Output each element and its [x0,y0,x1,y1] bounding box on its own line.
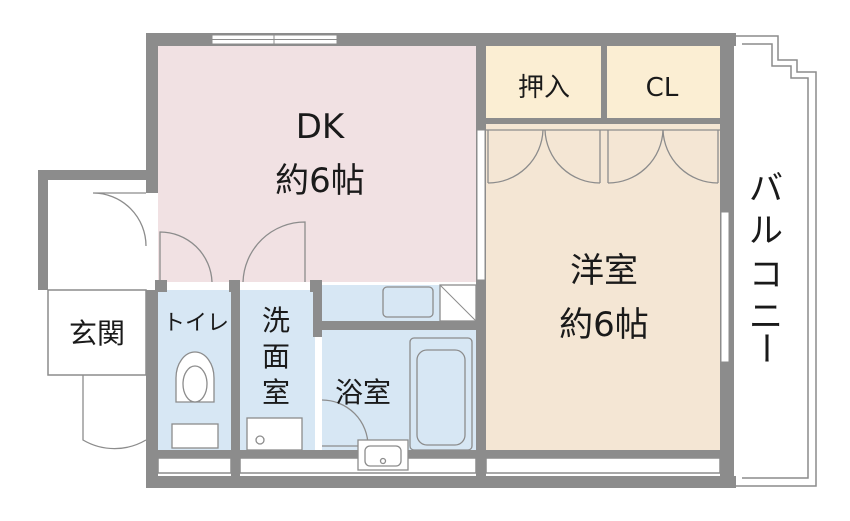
dk-size: 約6帖 [275,161,365,201]
balcony-label-5: ー [745,331,785,365]
bathtub-fixture [409,337,473,451]
dk-floor [158,46,476,282]
kitchen-sink [382,286,434,318]
bath-sink-fixture [357,439,409,471]
balcony-label-2: ル [749,211,783,251]
closet-cl-label: CL [646,73,679,103]
storage-strip-3 [485,457,721,474]
toilet-door-swing [159,231,213,283]
entrance-step [47,289,147,376]
dk-western-opening [476,129,486,281]
washroom-door-swing [242,221,306,283]
balcony-label-4: ニ [749,297,783,337]
storage-strip-1 [157,457,232,474]
western-size: 約6帖 [559,305,649,345]
washroom-label-2: 面 [262,340,290,373]
entrance-floor [48,180,146,290]
balcony-label-1: バ [749,169,783,209]
kitchen-counter [322,285,440,321]
closet-doors [486,129,720,184]
bathroom-label: 浴室 [335,376,391,409]
closet-cl-floor [607,46,720,118]
western-room-floor [486,124,720,451]
toilet-label: トイレ [163,311,229,336]
western-name: 洋室 [570,251,638,291]
entrance-label: 玄関 [69,317,125,350]
closet-oshiire-floor [486,46,601,118]
entrance-door-swing [92,192,147,247]
entry-door-swing [82,375,147,450]
balcony-label-3: コ [749,255,783,295]
washroom-label-1: 洗 [262,304,290,337]
washbasin-fixture [246,417,303,451]
dk-name: DK [296,107,346,147]
closet-oshiire-label: 押入 [518,73,570,103]
toilet-fixture [171,351,219,449]
washroom-label-3: 室 [262,376,290,409]
western-window [720,211,730,363]
balcony [736,35,817,487]
